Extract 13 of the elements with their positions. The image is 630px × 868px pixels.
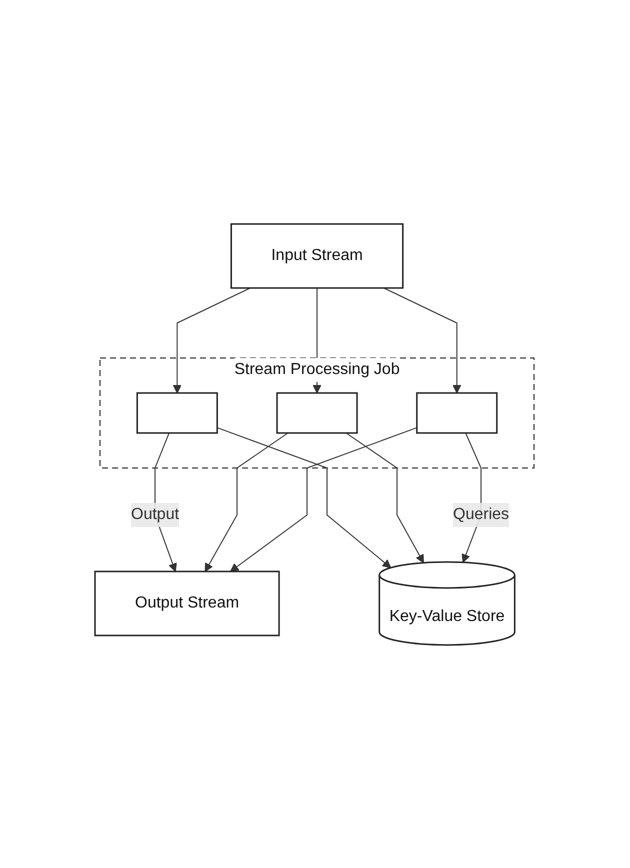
arrow <box>217 426 392 568</box>
node-box <box>136 392 218 434</box>
arrow <box>384 287 462 393</box>
node-box <box>276 392 358 434</box>
node-box: Output Stream <box>94 570 280 636</box>
arrow <box>205 432 289 572</box>
node-box: Input Stream <box>230 222 404 288</box>
edge-label: Queries <box>453 506 510 523</box>
arrow <box>346 432 424 563</box>
node-box <box>416 392 498 434</box>
edge-label: Output <box>131 506 180 523</box>
arrow <box>173 287 252 393</box>
arrow <box>230 426 418 572</box>
